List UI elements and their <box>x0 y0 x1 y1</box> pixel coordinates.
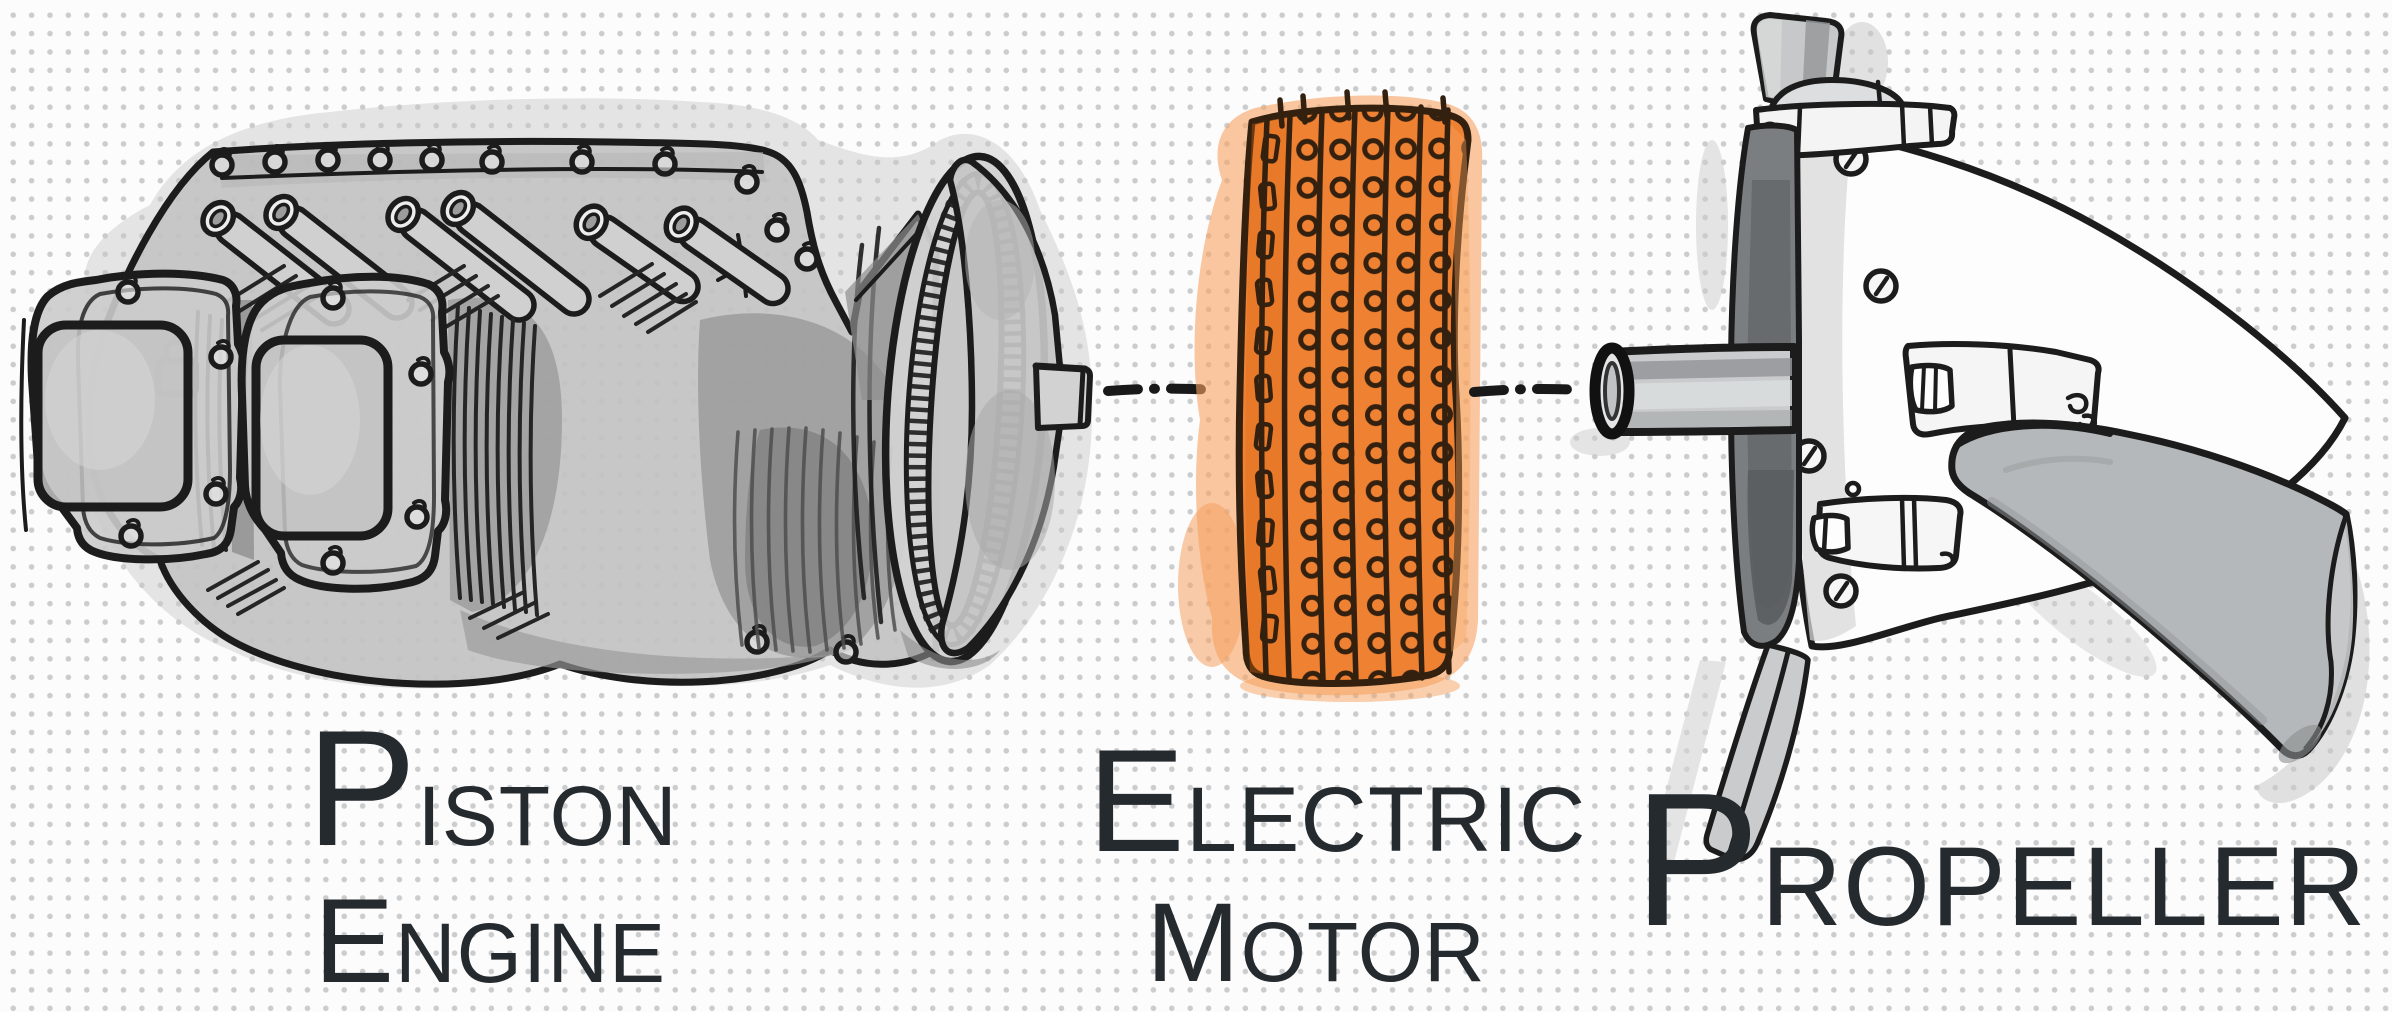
engine-flywheel <box>845 152 1093 669</box>
label-rest: ROPELLER <box>1761 824 2367 949</box>
label-electric-motor-line1: ELECTRIC <box>1088 728 1587 874</box>
engine-right-bank-core <box>745 427 873 647</box>
connector-motor-to-propeller <box>1469 383 1585 397</box>
motor-band-lines <box>1258 89 1452 684</box>
engine-flange-line <box>220 167 764 180</box>
propeller-blade-clamp-lower <box>1809 480 1964 572</box>
label-initial: E <box>1087 719 1186 882</box>
propeller-blade-trailing-leg <box>1703 642 1811 863</box>
label-initial: E <box>313 874 396 1008</box>
spinner-screw <box>1826 576 1856 606</box>
engine-cylinder-head-front <box>19 269 248 564</box>
engine-underside-shade <box>460 610 830 674</box>
propeller-main-blade <box>1948 393 2358 764</box>
label-electric-motor-line2: MOTOR <box>1146 887 1485 999</box>
motor-end-winding-slits <box>1253 133 1281 644</box>
engine-bottom-shadow <box>900 630 1000 669</box>
label-piston-engine-line1: PISTON <box>306 706 677 871</box>
engine-bank-fins <box>732 426 897 654</box>
label-initial: P <box>306 696 418 880</box>
label-rest: LECTRIC <box>1185 769 1587 871</box>
label-rest: ISTON <box>417 769 678 863</box>
label-initial: P <box>1633 754 1762 966</box>
piston-engine-illustration <box>19 98 1093 689</box>
motor-right-highlight <box>1448 122 1471 655</box>
spinner-screw <box>1866 271 1896 301</box>
label-rest: OTOR <box>1240 905 1486 999</box>
label-rest: NGINE <box>395 906 667 1000</box>
propeller-blade-clamp-upper <box>1902 341 2102 438</box>
label-initial: M <box>1146 880 1241 1005</box>
label-piston-engine-line2: ENGINE <box>314 881 666 1001</box>
electric-motor-illustration <box>1178 89 1483 702</box>
propeller-shaft-tube <box>1589 342 1798 440</box>
propeller-illustration <box>1570 12 2370 863</box>
label-propeller: PROPELLER <box>1633 765 2366 955</box>
engine-cylinder-head-rear <box>237 272 454 593</box>
